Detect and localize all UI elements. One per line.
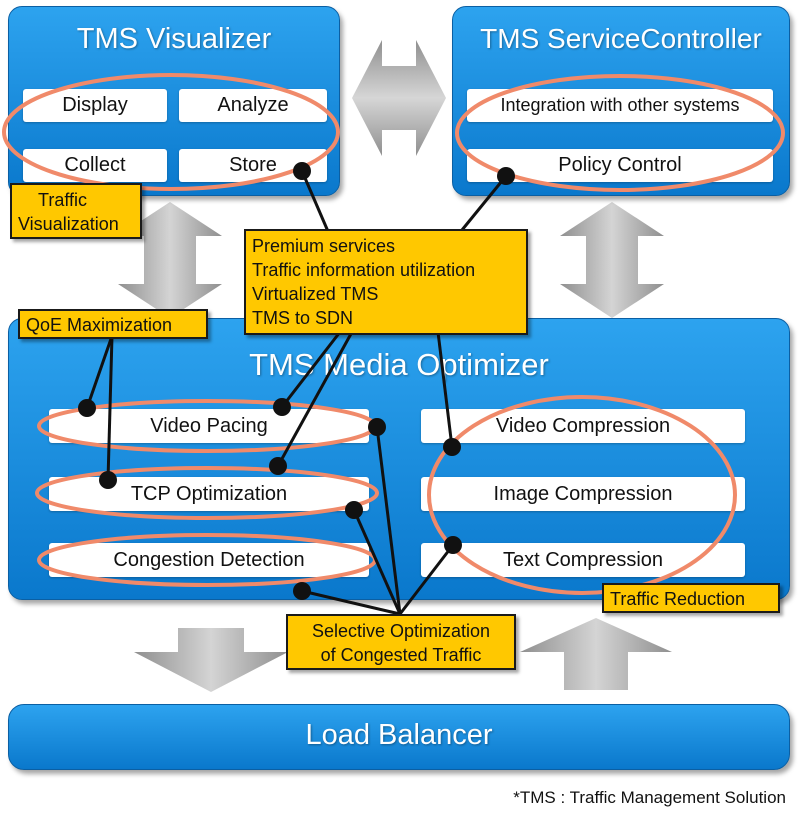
video-compression-box: Video Compression	[421, 409, 745, 443]
premium-line-1: Premium services	[252, 236, 396, 256]
policy-control-box: Policy Control	[467, 149, 773, 182]
down-arrow	[134, 628, 288, 692]
video-pacing-box: Video Pacing	[49, 409, 369, 443]
premium-line-4: TMS to SDN	[252, 308, 354, 328]
selective-line-1: Selective Optimization	[311, 621, 491, 641]
premium-line-3: Virtualized TMS	[252, 284, 379, 304]
load-balancer-title: Load Balancer	[305, 719, 493, 751]
selective-line-2: of Congested Traffic	[320, 645, 482, 665]
tms-media-optimizer-panel: TMS Media Optimizer Video Pacing TCP Opt…	[8, 318, 790, 600]
load-balancer-panel: Load Balancer	[8, 704, 790, 770]
media-optimizer-title: TMS Media Optimizer	[249, 347, 549, 382]
horizontal-double-arrow	[352, 40, 446, 156]
store-box: Store	[179, 149, 327, 182]
traffic-reduction-note: Traffic Reduction	[602, 583, 780, 613]
service-controller-title: TMS ServiceController	[480, 23, 762, 54]
traffic-visualization-line-1: Traffic	[38, 190, 88, 210]
tms-service-controller-panel: TMS ServiceController Integration with o…	[452, 6, 790, 196]
traffic-visualization-note: Traffic Visualization	[10, 183, 142, 239]
image-compression-box: Image Compression	[421, 477, 745, 511]
premium-line-2: Traffic information utilization	[252, 260, 476, 280]
selective-optimization-note: Selective Optimization of Congested Traf…	[286, 614, 516, 670]
premium-services-note: Premium services Traffic information uti…	[244, 229, 528, 335]
integration-box: Integration with other systems	[467, 89, 773, 122]
qoe-maximization-note: QoE Maximization	[18, 309, 208, 339]
qoe-label: QoE Maximization	[26, 315, 173, 335]
right-vertical-double-arrow	[560, 202, 664, 318]
text-compression-box: Text Compression	[421, 543, 745, 577]
display-box: Display	[23, 89, 167, 122]
traffic-visualization-line-2: Visualization	[18, 214, 119, 234]
tms-visualizer-panel: TMS Visualizer Display Analyze Collect S…	[8, 6, 340, 196]
footnote: *TMS : Traffic Management Solution	[513, 788, 786, 807]
visualizer-title: TMS Visualizer	[76, 23, 272, 55]
tcp-optimization-box: TCP Optimization	[49, 477, 369, 511]
collect-box: Collect	[23, 149, 167, 182]
traffic-reduction-label: Traffic Reduction	[610, 589, 746, 609]
up-arrow	[520, 618, 672, 690]
congestion-detection-box: Congestion Detection	[49, 543, 369, 577]
analyze-box: Analyze	[179, 89, 327, 122]
